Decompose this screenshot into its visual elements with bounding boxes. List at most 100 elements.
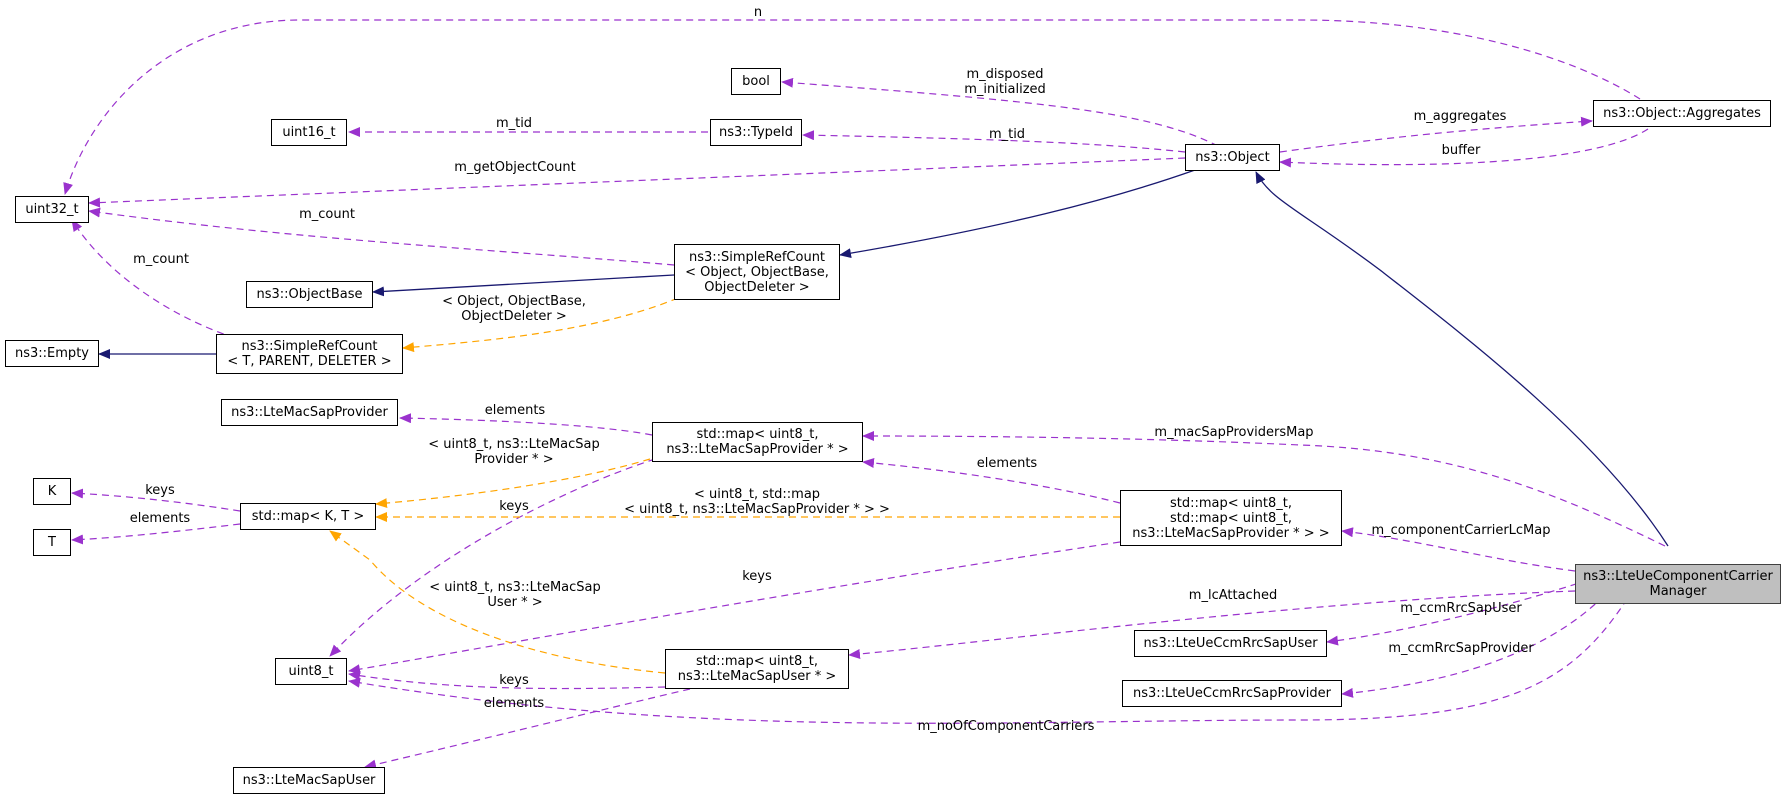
edge-elements-map: [862, 458, 1121, 504]
node-uint16-t-line-1: uint16_t: [282, 125, 336, 140]
node-uint32-t[interactable]: uint32_t: [15, 196, 89, 223]
label-tmpl-provider-line-2: Provider * >: [474, 452, 554, 467]
node-map-map-line-2: std::map< uint8_t,: [1170, 510, 1292, 526]
node-simplerefcount-object-line-1: ns3::SimpleRefCount: [688, 249, 826, 265]
node-ltemacsapuser-line-1: ns3::LteMacSapUser: [242, 773, 376, 788]
edge-tmpl-provider-mapkt: [375, 458, 651, 509]
label-m-noOfComponentCarriers: m_noOfComponentCarriers: [918, 719, 1095, 734]
node-simplerefcount-t-line-1: ns3::SimpleRefCount: [241, 339, 378, 354]
node-t[interactable]: T: [33, 529, 71, 556]
node-map-user[interactable]: std::map< uint8_t,ns3::LteMacSapUser * >: [665, 649, 849, 689]
node-ltemacsapprovider-line-1: ns3::LteMacSapProvider: [231, 405, 388, 420]
node-map-map[interactable]: std::map< uint8_t,std::map< uint8_t,ns3:…: [1120, 490, 1342, 546]
node-object-aggregates[interactable]: ns3::Object::Aggregates: [1593, 100, 1771, 127]
label-keys-k: keys: [145, 483, 175, 498]
node-map-map-line-1: std::map< uint8_t,: [1170, 495, 1292, 511]
label-m-componentCarrierLcMap: m_componentCarrierLcMap: [1372, 523, 1551, 538]
edge-inherit-manager-object: [1255, 171, 1669, 547]
node-simplerefcount-object-line-3: ObjectDeleter >: [704, 279, 810, 295]
node-object-aggregates-line-1: ns3::Object::Aggregates: [1603, 106, 1761, 121]
label-m-ccmRrcSapUser-line-1: m_ccmRrcSapUser: [1400, 601, 1522, 616]
edge-m-tid-object: [802, 130, 1186, 153]
label-m-tid-object: m_tid: [989, 127, 1025, 142]
label-m-macSapProvidersMap-line-1: m_macSapProvidersMap: [1154, 425, 1314, 440]
node-uint16-t[interactable]: uint16_t: [271, 119, 347, 146]
node-ccmrrcsapuser-line-1: ns3::LteUeCcmRrcSapUser: [1143, 636, 1318, 651]
node-object[interactable]: ns3::Object: [1185, 144, 1280, 171]
node-simplerefcount-object[interactable]: ns3::SimpleRefCount< Object, ObjectBase,…: [674, 244, 840, 300]
node-empty[interactable]: ns3::Empty: [5, 340, 99, 367]
node-map-user-line-1: std::map< uint8_t,: [696, 654, 818, 669]
label-m-getObjectCount: m_getObjectCount: [454, 160, 575, 175]
edge-keys-long: [348, 541, 1121, 675]
label-m-ccmRrcSapUser: m_ccmRrcSapUser: [1400, 601, 1521, 616]
node-typeid[interactable]: ns3::TypeId: [710, 119, 802, 146]
node-ltemacsapuser[interactable]: ns3::LteMacSapUser: [233, 767, 385, 794]
edge-n: [63, 19, 1641, 195]
edge-m-noOfComponentCarriers: [348, 577, 1641, 724]
node-uint32-t-line-1: uint32_t: [25, 202, 79, 217]
edge-m-getObjectCount: [88, 157, 1186, 208]
node-map-provider[interactable]: std::map< uint8_t,ns3::LteMacSapProvider…: [652, 422, 863, 462]
node-map-user-line-2: ns3::LteMacSapUser * >: [677, 669, 837, 684]
edge-elements-provider: [399, 413, 653, 436]
node-simplerefcount-t[interactable]: ns3::SimpleRefCount< T, PARENT, DELETER …: [216, 334, 403, 374]
label-elements-map: elements: [977, 456, 1037, 471]
node-ccmrrcsapprovider[interactable]: ns3::LteUeCcmRrcSapProvider: [1122, 680, 1342, 707]
node-object-line-1: ns3::Object: [1195, 150, 1270, 165]
node-lteuecomponentcarriermanager-line-1: ns3::LteUeComponentCarrier: [1583, 569, 1773, 584]
label-elements-provider-line-1: elements: [484, 403, 546, 418]
node-simplerefcount-t-line-2: < T, PARENT, DELETER >: [227, 354, 392, 369]
node-map-provider-line-1: std::map< uint8_t,: [696, 427, 819, 442]
label-m-getObjectCount-line-1: m_getObjectCount: [454, 160, 576, 175]
label-m-noOfComponentCarriers-line-1: m_noOfComponentCarriers: [917, 719, 1095, 734]
edge-tmpl-user-mapkt: [329, 530, 666, 674]
label-m-aggregates-line-1: m_aggregates: [1413, 109, 1507, 124]
edge-m-ccmRrcSapUser: [1326, 575, 1601, 646]
node-ltemacsapprovider[interactable]: ns3::LteMacSapProvider: [221, 399, 398, 426]
label-n-line-1: n: [753, 5, 763, 20]
edge-m-lcAttached: [848, 590, 1576, 659]
node-bool[interactable]: bool: [731, 68, 781, 95]
node-objectbase[interactable]: ns3::ObjectBase: [246, 281, 373, 308]
edge-buffer: [1279, 128, 1649, 168]
label-keys-k-line-1: keys: [145, 483, 175, 498]
node-uint8-t-line-1: uint8_t: [288, 664, 334, 679]
label-m-tid-typeid: m_tid: [496, 116, 532, 131]
node-ccmrrcsapuser[interactable]: ns3::LteUeCcmRrcSapUser: [1134, 630, 1327, 657]
node-k-line-1: K: [47, 484, 57, 499]
label-buffer: buffer: [1442, 143, 1481, 158]
label-elements-provider: elements: [485, 403, 545, 418]
label-n: n: [754, 5, 762, 20]
node-ccmrrcsapprovider-line-1: ns3::LteUeCcmRrcSapProvider: [1132, 686, 1331, 701]
edge-inherit-srco-objectbase: [372, 274, 675, 297]
label-m-aggregates: m_aggregates: [1414, 109, 1507, 124]
label-m-macSapProvidersMap: m_macSapProvidersMap: [1154, 425, 1313, 440]
label-m-componentCarrierLcMap-line-1: m_componentCarrierLcMap: [1371, 523, 1551, 538]
node-map-k-t[interactable]: std::map< K, T >: [240, 503, 376, 530]
label-buffer-line-1: buffer: [1441, 143, 1481, 158]
label-tmpl-map: < uint8_t, std::map< uint8_t, ns3::LteMa…: [624, 487, 890, 517]
label-m-ccmRrcSapProvider-line-1: m_ccmRrcSapProvider: [1388, 641, 1534, 656]
label-m-count-srco-line-1: m_count: [299, 207, 355, 222]
edge-m-aggregates: [1279, 116, 1593, 153]
edge-tmpl-srco-srct: [402, 297, 679, 353]
label-tmpl-map-line-2: < uint8_t, ns3::LteMacSapProvider * > >: [624, 502, 890, 517]
edge-elements-user: [364, 688, 691, 770]
edge-keys-provider-uint8: [329, 458, 656, 657]
node-k[interactable]: K: [33, 478, 71, 505]
label-m-tid-typeid-line-1: m_tid: [495, 116, 533, 131]
label-m-lcAttached: m_lcAttached: [1189, 588, 1277, 603]
node-lteuecomponentcarriermanager-line-2: Manager: [1649, 584, 1707, 599]
label-keys-user: keys: [499, 673, 529, 688]
label-tmpl-user-line-1: < uint8_t, ns3::LteMacSap: [429, 580, 601, 595]
label-m-ccmRrcSapProvider: m_ccmRrcSapProvider: [1388, 641, 1533, 656]
node-uint8-t[interactable]: uint8_t: [275, 658, 347, 685]
node-t-line-1: T: [48, 535, 56, 550]
edge-keys-user: [348, 670, 666, 690]
edge-keys-k: [71, 488, 241, 512]
label-elements-t: elements: [130, 511, 190, 526]
